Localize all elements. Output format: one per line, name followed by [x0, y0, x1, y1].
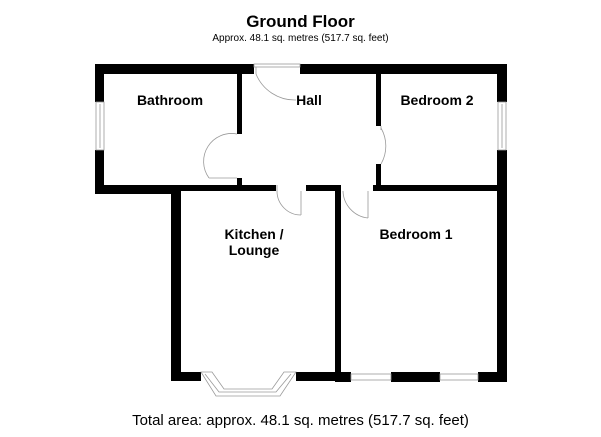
bedroom2-door-swing — [380, 127, 387, 165]
room-label-bedroom-1: Bedroom 1 — [379, 226, 452, 242]
front-door-swing — [255, 73, 297, 101]
windows — [95, 63, 507, 381]
total-area-footer: Total area: approx. 48.1 sq. metres (517… — [132, 412, 469, 429]
doors — [203, 67, 387, 219]
floor-title: Ground Floor — [246, 12, 355, 31]
room-label-kitchen-line2: Lounge — [229, 242, 280, 258]
front-door-frame — [253, 63, 301, 68]
room-label-hall: Hall — [296, 92, 322, 108]
room-label-kitchen-line1: Kitchen / — [224, 226, 283, 242]
kitchen-door-swing — [276, 190, 302, 216]
bathroom-door-swing — [203, 133, 238, 179]
bedroom1-window-right — [439, 373, 479, 381]
bedroom1-door-swing — [342, 190, 369, 219]
room-label-bathroom: Bathroom — [137, 92, 203, 108]
walls — [95, 64, 507, 382]
bedroom1-window-left — [350, 373, 392, 381]
bay-window — [200, 371, 297, 397]
room-label-bedroom-2: Bedroom 2 — [400, 92, 473, 108]
floor-area-subtitle: Approx. 48.1 sq. metres (517.7 sq. feet) — [212, 33, 389, 44]
